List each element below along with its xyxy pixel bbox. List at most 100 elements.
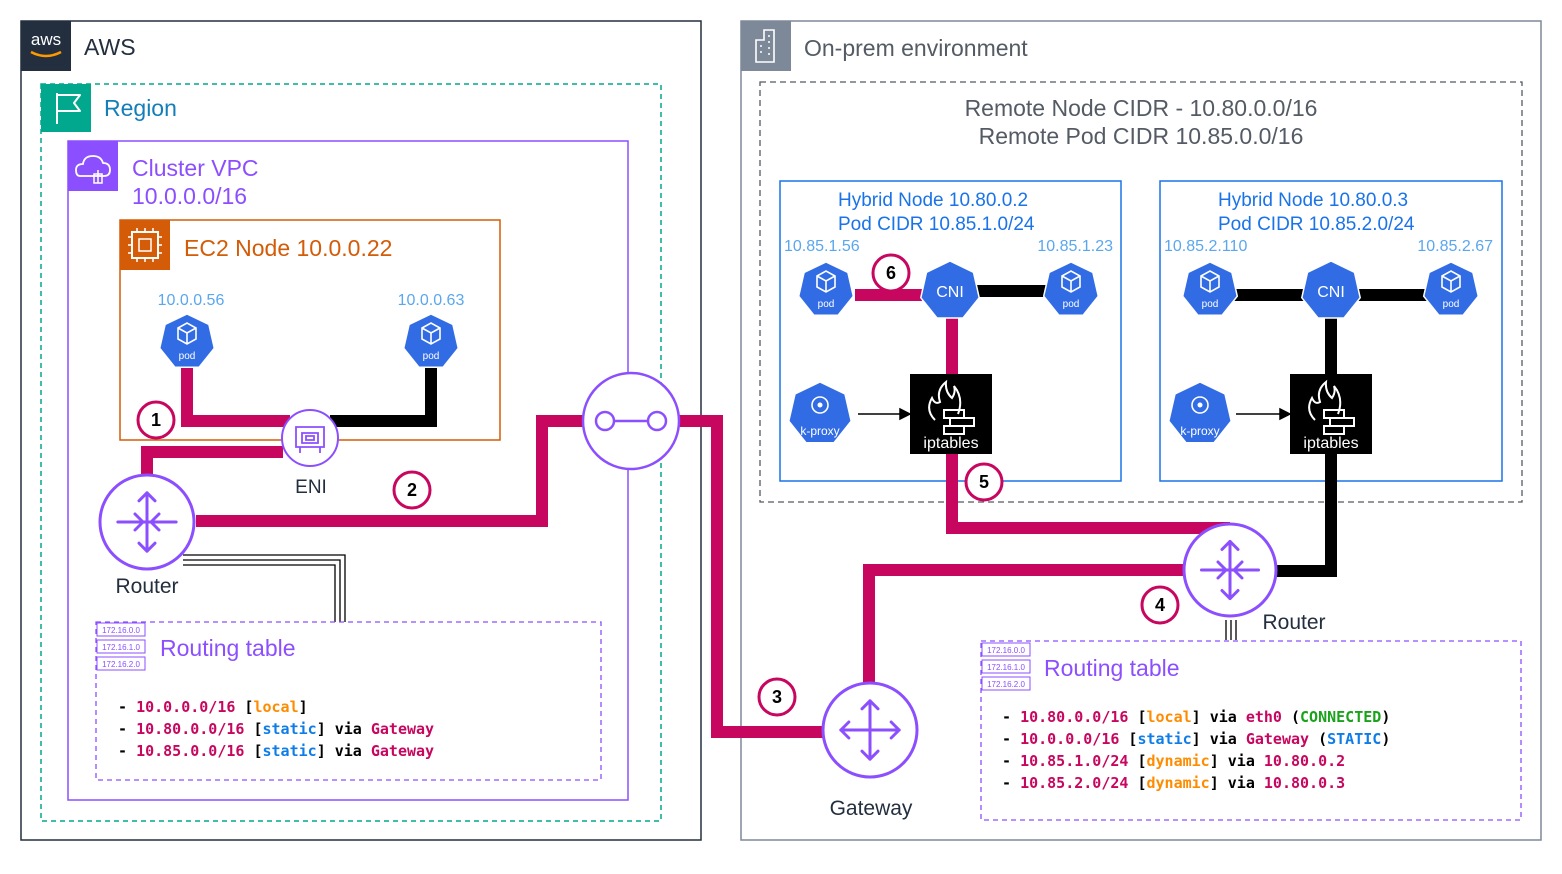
aws-logo-text: aws xyxy=(31,30,61,49)
remote-cidr-group: Remote Node CIDR - 10.80.0.0/16 Remote P… xyxy=(759,81,1523,503)
step-badge-1: 1 xyxy=(136,400,176,440)
cni-layer: CNI CNI xyxy=(919,260,1362,319)
path-pod-eni xyxy=(181,350,290,427)
aws-route-list: - 10.0.0.0/16 [local]- 10.80.0.0/16 [sta… xyxy=(118,698,434,760)
path-eni-router xyxy=(141,446,283,478)
pod-label: pod xyxy=(1202,299,1219,310)
region-flag-icon xyxy=(41,84,91,132)
onprem-router-icon xyxy=(1182,522,1278,618)
cni-label: CNI xyxy=(1317,284,1345,301)
step-number: 4 xyxy=(1155,595,1165,615)
step-badge-4: 4 xyxy=(1140,585,1180,625)
routers-layer xyxy=(98,473,1278,779)
transit-gateway-icon xyxy=(581,371,681,471)
kproxy-icon: k-proxy xyxy=(1167,381,1233,444)
eni-label: ENI xyxy=(295,477,327,498)
table-icon-row: 172.16.0.0 xyxy=(102,626,140,635)
step-badge-5: 5 xyxy=(964,462,1004,502)
hybrid-node-1-ip-right: 10.85.1.23 xyxy=(1037,238,1113,255)
pod-label: pod xyxy=(1063,299,1080,310)
kproxy-label: k-proxy xyxy=(800,424,839,438)
path-router-iptables xyxy=(946,452,1230,534)
step-number: 3 xyxy=(772,687,782,707)
pod-icon: pod xyxy=(1422,261,1480,316)
kproxy-arrows xyxy=(858,407,1292,421)
aws-logo-icon xyxy=(21,21,71,71)
onprem-routing-table: 172.16.0.0 172.16.1.0 172.16.2.0 Routing t… xyxy=(980,640,1522,821)
routing-table-icon: 172.16.0.0 172.16.1.0 172.16.2.0 xyxy=(96,622,146,671)
aws-smile-icon xyxy=(30,50,62,58)
firewall-icon xyxy=(1308,379,1355,435)
eni-icon xyxy=(281,409,339,467)
hybrid-node-1: Hybrid Node 10.80.0.2 Pod CIDR 10.85.1.0… xyxy=(779,180,1122,482)
pod-icon: pod xyxy=(1181,261,1239,316)
remote-node-cidr: Remote Node CIDR - 10.80.0.0/16 xyxy=(965,95,1318,121)
aws-routing-title: Routing table xyxy=(160,635,296,661)
pod-label: pod xyxy=(179,351,196,362)
aws-cloud-group: aws AWS xyxy=(20,20,702,841)
pod-label: pod xyxy=(1443,299,1460,310)
thin-links xyxy=(183,554,1237,640)
gateway-icon xyxy=(821,681,919,779)
ec2-node-group: EC2 Node 10.0.0.22 10.0.0.56 10.0.0.63 xyxy=(119,219,501,441)
region-group: Region xyxy=(40,83,662,822)
hybrid-node-2-title: Hybrid Node 10.80.0.3 xyxy=(1218,190,1408,211)
step-number: 5 xyxy=(979,472,989,492)
table-icon-row: 172.16.0.0 xyxy=(987,646,1025,655)
pod-label: pod xyxy=(818,299,835,310)
path-tgw-gateway xyxy=(676,415,823,738)
region-label: Region xyxy=(104,95,177,121)
step-number: 1 xyxy=(151,410,161,430)
pod-ip-left: 10.0.0.56 xyxy=(158,292,225,309)
kproxy-label: k-proxy xyxy=(1180,424,1219,438)
aws-routing-table: 172.16.0.0 172.16.1.0 172.16.2.0 Routing t… xyxy=(95,621,602,781)
ec2-node-title: EC2 Node 10.0.0.22 xyxy=(184,235,392,261)
hybrid-node-2-pod-cidr: Pod CIDR 10.85.2.0/24 xyxy=(1218,214,1415,235)
hybrid-node-2-ip-left: 10.85.2.110 xyxy=(1164,238,1247,255)
aws-title: AWS xyxy=(84,34,136,60)
step-badge-2: 2 xyxy=(392,470,432,510)
pod-icon: pod xyxy=(1042,261,1100,316)
pod-icon: pod xyxy=(158,313,216,368)
onprem-group: On-prem environment xyxy=(740,20,1542,841)
onprem-routing-title: Routing table xyxy=(1044,655,1180,681)
link-iptables2-router xyxy=(1276,450,1337,577)
kproxy-layer: k-proxy k-proxy xyxy=(787,381,1233,444)
hybrid-node-2-ip-right: 10.85.2.67 xyxy=(1417,238,1493,255)
iptables-node-2: iptables xyxy=(1290,374,1372,454)
vpc-cidr: 10.0.0.0/16 xyxy=(132,183,247,209)
gateway-label: Gateway xyxy=(830,797,913,820)
pod-label: pod xyxy=(423,351,440,362)
step-number: 2 xyxy=(407,480,417,500)
traffic-path xyxy=(141,289,1230,738)
table-icon-row: 172.16.1.0 xyxy=(987,663,1025,672)
hybrid-node-1-ip-left: 10.85.1.56 xyxy=(784,238,860,255)
step-number: 6 xyxy=(886,263,896,283)
path-gateway-router xyxy=(863,564,1184,683)
table-icon-row: 172.16.1.0 xyxy=(102,643,140,652)
iptables-label: iptables xyxy=(923,435,978,452)
table-icon-row: 172.16.2.0 xyxy=(102,660,140,669)
aws-router-label: Router xyxy=(115,575,178,598)
cni-icon: CNI xyxy=(1300,260,1362,319)
hybrid-node-1-title: Hybrid Node 10.80.0.2 xyxy=(838,190,1028,211)
pod-ip-right: 10.0.0.63 xyxy=(398,292,465,309)
vpc-title: Cluster VPC xyxy=(132,155,259,181)
ec2-chip-icon xyxy=(120,220,170,270)
cluster-vpc-group: Cluster VPC 10.0.0.0/16 xyxy=(67,140,629,801)
firewall-icon xyxy=(928,379,975,435)
cni-icon: CNI xyxy=(919,260,981,319)
link-pod2-eni xyxy=(330,352,437,427)
pods-layer: pod pod pod pod pod pod xyxy=(158,261,1480,368)
hybrid-node-1-pod-cidr: Pod CIDR 10.85.1.0/24 xyxy=(838,214,1035,235)
iptables-node-1: iptables xyxy=(910,374,992,454)
onprem-router-label: Router xyxy=(1262,611,1325,634)
step-badge-3: 3 xyxy=(757,677,797,717)
onprem-route-list: - 10.80.0.0/16 [local] via eth0 (CONNECT… xyxy=(1002,708,1390,792)
path-router-tgw xyxy=(196,415,585,527)
iptables-label: iptables xyxy=(1303,435,1358,452)
remote-pod-cidr: Remote Pod CIDR 10.85.0.0/16 xyxy=(979,123,1304,149)
black-links xyxy=(330,285,1451,577)
table-icon-row: 172.16.2.0 xyxy=(987,680,1025,689)
